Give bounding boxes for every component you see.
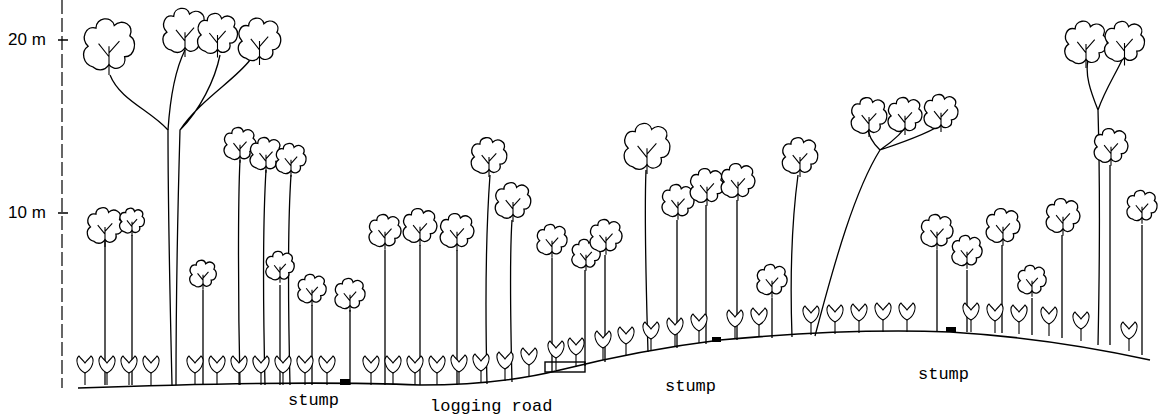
emergent-tree [84, 8, 281, 385]
height-axis [58, 0, 68, 388]
feature-label: stump [288, 392, 339, 409]
canopy-tree [87, 123, 1157, 385]
logging-road-mark [545, 362, 585, 372]
feature-label: stump [918, 366, 969, 383]
emergent-tree [1065, 21, 1145, 345]
feature-label: logging road [430, 398, 552, 415]
stump-mark [340, 379, 350, 385]
height-tick-label: 10 m [8, 204, 46, 221]
ground-line [78, 331, 1150, 388]
stump-mark [946, 327, 956, 332]
height-tick-label: 20 m [8, 31, 46, 48]
understorey-shrubs [77, 303, 1137, 385]
stump-mark [712, 337, 721, 342]
feature-label: stump [665, 378, 716, 395]
leaning-tree [815, 95, 958, 336]
